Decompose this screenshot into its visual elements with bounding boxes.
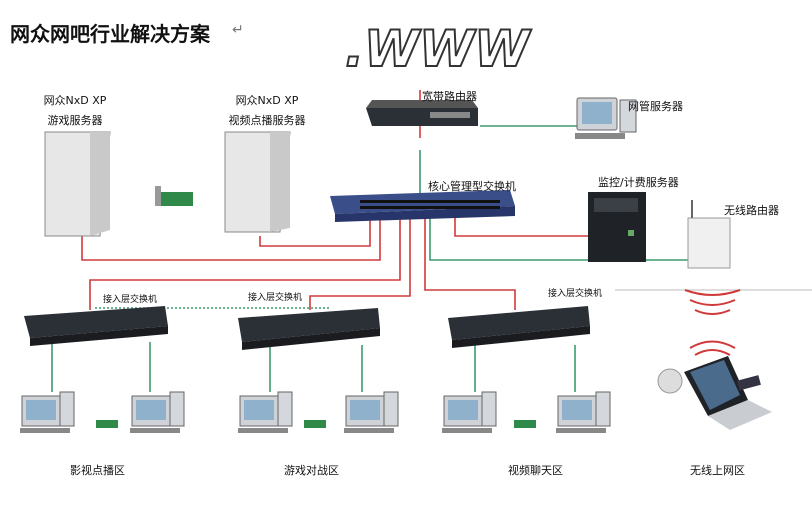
game-server-tower bbox=[44, 131, 111, 237]
wifi-waves bbox=[684, 289, 741, 356]
return-mark: ↵ bbox=[232, 22, 244, 38]
pc-5 bbox=[442, 391, 497, 433]
link-game-server bbox=[81, 220, 381, 261]
www-text: .WWW bbox=[345, 20, 532, 78]
link-core-wireless bbox=[429, 218, 700, 261]
zone-video-label: 影视点播区 bbox=[70, 464, 125, 477]
pc-3 bbox=[238, 391, 293, 433]
core-switch-label: 核心管理型交换机 bbox=[428, 180, 516, 193]
link-core-access2 bbox=[309, 218, 411, 310]
connection-lines bbox=[51, 90, 812, 392]
access-switch-2-label: 接入层交换机 bbox=[248, 293, 303, 303]
access-switch-1-label: 接入层交换机 bbox=[103, 295, 158, 305]
video-server-line2: 视频点播服务器 bbox=[228, 114, 306, 127]
link-core-billing bbox=[454, 218, 590, 237]
video-server-label: 网众NxD XP 视频点播服务器 bbox=[222, 92, 312, 128]
game-server-line2: 游戏服务器 bbox=[47, 114, 103, 127]
video-server-line1: 网众NxD XP bbox=[235, 94, 299, 107]
netmgmt-server bbox=[575, 97, 637, 139]
game-server-line1: 网众NxD XP bbox=[43, 94, 107, 107]
page-title: 网众网吧行业解决方案 bbox=[10, 22, 210, 46]
video-server-tower bbox=[224, 131, 291, 233]
link-core-access3 bbox=[424, 218, 516, 310]
pc-1 bbox=[20, 391, 75, 433]
broadband-router bbox=[366, 100, 478, 126]
pc-2 bbox=[130, 391, 185, 433]
zone-game-label: 游戏对战区 bbox=[284, 464, 339, 477]
core-switch bbox=[330, 190, 515, 222]
laptop bbox=[657, 356, 772, 430]
billing-server bbox=[588, 192, 646, 262]
zone-wireless-label: 无线上网区 bbox=[690, 464, 745, 477]
netmgmt-server-label: 网管服务器 bbox=[628, 100, 683, 113]
access-switch-3 bbox=[448, 306, 590, 348]
access-switch-2 bbox=[238, 308, 380, 350]
network-card bbox=[155, 186, 193, 206]
pc-4 bbox=[344, 391, 399, 433]
wireless-router bbox=[687, 200, 731, 269]
game-server-label: 网众NxD XP 游戏服务器 bbox=[35, 92, 115, 128]
zone-chat-label: 视频聊天区 bbox=[508, 464, 563, 477]
access-switch-1 bbox=[24, 306, 168, 346]
link-video-server bbox=[259, 220, 371, 247]
client-pcs bbox=[20, 391, 611, 433]
link-core-access1 bbox=[89, 218, 401, 310]
access-switch-3-label: 接入层交换机 bbox=[548, 289, 603, 299]
www-logo: .WWW bbox=[344, 19, 533, 79]
wireless-router-label: 无线路由器 bbox=[724, 204, 779, 217]
billing-server-label: 监控/计费服务器 bbox=[598, 176, 679, 189]
broadband-router-label: 宽带路由器 bbox=[422, 90, 477, 103]
pc-6 bbox=[556, 391, 611, 433]
